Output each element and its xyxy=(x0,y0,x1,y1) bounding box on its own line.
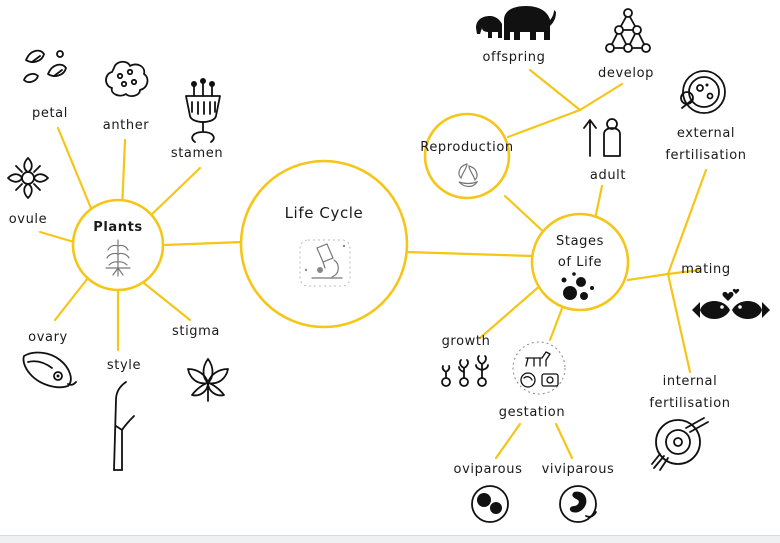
recycle-leaves-icon xyxy=(458,163,479,188)
node-stages-label-line2: of Life xyxy=(558,255,602,270)
satellite-stigma[interactable]: stigma xyxy=(172,324,229,402)
satellite-oviparous[interactable]: oviparous xyxy=(454,462,523,523)
label-adult: adult xyxy=(590,168,626,183)
satellite-external-fertilisation[interactable]: external fertilisation xyxy=(665,70,746,163)
satellite-mating[interactable]: mating xyxy=(681,262,770,319)
satellite-stamen[interactable]: stamen xyxy=(171,78,223,161)
embryo-icon xyxy=(559,485,597,523)
label-anther: anther xyxy=(103,118,150,133)
petri-dish-icon xyxy=(680,70,726,114)
node-stages-circle xyxy=(530,212,630,312)
satellite-growth[interactable]: growth xyxy=(441,334,491,387)
satellite-anther[interactable]: anther xyxy=(103,60,150,133)
style-stem-icon xyxy=(113,381,135,471)
satellite-gestation[interactable]: gestation xyxy=(499,341,566,420)
edge-plants-anther xyxy=(120,138,127,212)
satellite-offspring[interactable]: offspring xyxy=(476,6,556,65)
ovary-icon xyxy=(22,351,77,389)
plant-roots-icon xyxy=(105,239,131,277)
anther-pollen-icon xyxy=(105,60,149,97)
label-viviparous: viviparous xyxy=(542,462,615,477)
microscope-icon xyxy=(299,239,351,287)
satellite-ovule[interactable]: ovule xyxy=(7,157,49,227)
edge-branch-internal xyxy=(666,272,692,374)
label-stigma: stigma xyxy=(172,324,220,339)
label-ovary: ovary xyxy=(28,330,68,345)
cell-dots-icon xyxy=(561,272,594,300)
label-stamen: stamen xyxy=(171,146,223,161)
adult-person-icon xyxy=(583,118,621,157)
edge-stages-growth xyxy=(478,282,544,340)
window-bottom-edge xyxy=(0,535,780,543)
edge-stages-branch xyxy=(626,272,670,282)
label-offspring: offspring xyxy=(483,50,546,65)
ovule-icon xyxy=(7,157,49,199)
edge-junction-develop xyxy=(578,82,624,112)
egg-icon xyxy=(471,485,509,523)
label-mating: mating xyxy=(681,262,730,277)
node-plants[interactable]: Plants xyxy=(71,198,165,292)
node-reproduction-label: Reproduction xyxy=(420,140,513,155)
edge-branch-mating xyxy=(666,268,702,276)
edge-plants-stamen xyxy=(146,166,202,220)
edge-plants-stigma xyxy=(138,278,192,322)
edge-branch-external xyxy=(666,168,708,276)
fertilisation-dish-icon xyxy=(651,417,709,471)
elephants-icon xyxy=(476,6,556,40)
edge-junction-offspring xyxy=(528,68,582,112)
lily-flower-icon xyxy=(187,358,229,402)
edge-plants-lifecycle xyxy=(163,240,244,247)
gestation-collage-icon xyxy=(512,341,566,395)
label-style: style xyxy=(107,358,141,373)
edge-gestation-viviparous xyxy=(554,422,574,460)
node-plants-label: Plants xyxy=(93,220,143,235)
edge-lifecycle-stages xyxy=(404,250,534,258)
label-internal-line1: internal xyxy=(663,374,718,389)
label-petal: petal xyxy=(32,106,68,121)
node-reproduction-circle xyxy=(423,112,511,200)
network-triangle-icon xyxy=(605,8,651,53)
stamen-icon xyxy=(185,78,221,143)
satellite-style[interactable]: style xyxy=(107,358,141,471)
label-external-line2: fertilisation xyxy=(665,148,746,163)
edge-reproduction-junction xyxy=(506,108,582,139)
label-external-line1: external xyxy=(677,126,735,141)
kissing-fish-icon xyxy=(692,288,770,319)
satellite-adult[interactable]: adult xyxy=(583,118,626,183)
edge-plants-petal xyxy=(56,126,97,220)
satellite-ovary[interactable]: ovary xyxy=(22,330,77,389)
edge-stages-reproduction xyxy=(503,194,550,238)
node-reproduction[interactable]: Reproduction xyxy=(420,112,513,200)
node-stages-of-life[interactable]: Stages of Life xyxy=(530,212,630,312)
edge-plants-ovule xyxy=(38,230,76,244)
label-develop: develop xyxy=(598,66,654,81)
node-stages-label-line1: Stages xyxy=(556,234,604,249)
label-gestation: gestation xyxy=(499,405,565,420)
petals-icon xyxy=(23,49,67,83)
label-internal-line2: fertilisation xyxy=(649,396,730,411)
edge-plants-ovary xyxy=(53,276,90,322)
label-oviparous: oviparous xyxy=(454,462,523,477)
edge-gestation-oviparous xyxy=(494,422,522,460)
satellite-viviparous[interactable]: viviparous xyxy=(542,462,615,523)
label-ovule: ovule xyxy=(9,212,48,227)
satellite-internal-fertilisation[interactable]: internal fertilisation xyxy=(649,374,730,471)
satellite-petal[interactable]: petal xyxy=(23,49,68,121)
node-life-cycle[interactable]: Life Cycle xyxy=(239,159,409,329)
label-growth: growth xyxy=(442,334,491,349)
node-life-cycle-circle xyxy=(239,159,409,329)
seedlings-icon xyxy=(441,355,489,387)
satellite-develop[interactable]: develop xyxy=(598,8,654,81)
node-life-cycle-label: Life Cycle xyxy=(285,204,364,222)
